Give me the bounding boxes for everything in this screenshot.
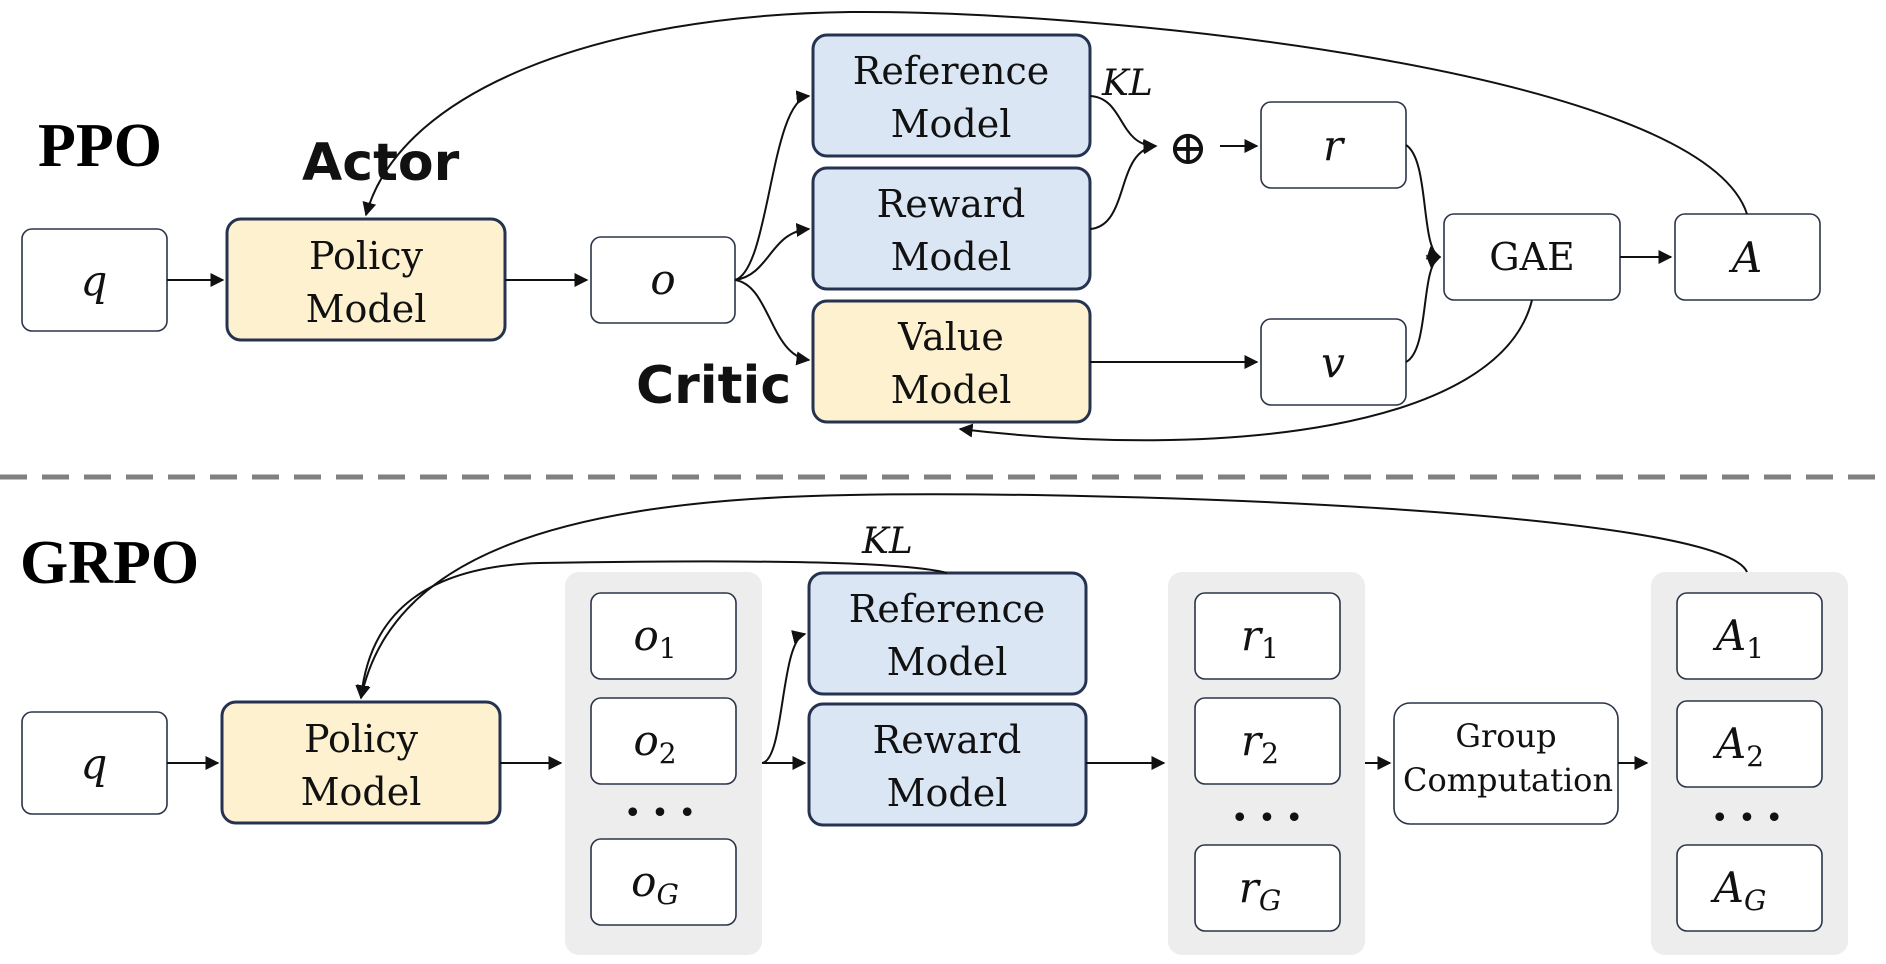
grpo-reward-rg: rG — [1194, 844, 1341, 932]
edge-o-to-reward — [734, 223, 811, 281]
edge-o-to-value — [734, 279, 811, 366]
edge-grpo-outputs-to-reference — [761, 630, 807, 764]
grpo-reward-model-line1: Reward — [873, 718, 1022, 762]
edge-a-to-policy — [362, 10, 1748, 217]
grpo-reward-model-line2: Model — [887, 771, 1008, 815]
ppo-r-label: r — [1323, 121, 1346, 170]
ppo-policy-model-node: Policy Model — [225, 217, 507, 342]
grpo-edges — [167, 493, 1748, 770]
ppo-o-label: o — [650, 255, 675, 304]
svg-text:o1: o1 — [633, 611, 676, 665]
grpo-output-og: oG — [590, 838, 737, 926]
ppo-reference-model-line2: Model — [891, 102, 1012, 146]
grpo-rewards-ellipsis: • • • — [1231, 801, 1303, 836]
grpo-q-label: q — [81, 739, 108, 788]
grpo-advantage-ag-label: A — [1710, 863, 1744, 912]
grpo-reference-model-node: Reference Model — [807, 571, 1088, 696]
ppo-edges — [167, 10, 1748, 442]
grpo-output-o1-sub: 1 — [659, 632, 677, 665]
grpo-reference-model-line2: Model — [887, 640, 1008, 684]
grpo-advantage-a2: A2 — [1676, 700, 1823, 788]
edge-v-to-gae — [1405, 255, 1442, 363]
ppo-policy-model-line1: Policy — [309, 234, 423, 278]
svg-text:r1: r1 — [1241, 611, 1279, 665]
edge-gae-to-value — [958, 299, 1533, 442]
grpo-reward-r1-sub: 1 — [1261, 632, 1279, 665]
ppo-a-node: A — [1674, 213, 1821, 301]
grpo-reward-r1-label: r — [1241, 611, 1264, 660]
actor-label: Actor — [302, 133, 460, 193]
grpo-output-o1: o1 — [590, 592, 737, 680]
grpo-output-o2-sub: 2 — [659, 737, 677, 770]
grpo-advantage-a2-label: A — [1712, 719, 1746, 768]
ppo-gae-label: GAE — [1489, 235, 1575, 279]
grpo-advantage-a1: A1 — [1676, 592, 1823, 680]
grpo-reward-model-node: Reward Model — [807, 702, 1088, 827]
edge-reward-to-sum — [1089, 140, 1158, 230]
grpo-reward-rg-label: r — [1239, 863, 1262, 912]
ppo-reward-model-line1: Reward — [877, 182, 1026, 226]
grpo-advantage-ag: AG — [1676, 844, 1823, 932]
ppo-reference-model-line1: Reference — [853, 49, 1050, 93]
ppo-sum-symbol: ⊕ — [1168, 120, 1208, 176]
svg-text:AG: AG — [1710, 863, 1767, 917]
grpo-group-computation-line2: Computation — [1403, 761, 1613, 799]
ppo-r-node: r — [1260, 101, 1407, 189]
edge-o-to-reference — [734, 90, 811, 281]
svg-text:o2: o2 — [633, 716, 676, 770]
ppo-title: PPO — [38, 112, 162, 180]
grpo-kl-label: KL — [861, 521, 913, 562]
edge-grpo-advantages-to-policy — [356, 493, 1748, 700]
ppo-reference-model-node: Reference Model — [811, 33, 1092, 158]
edge-r-to-gae — [1405, 144, 1442, 260]
grpo-advantage-a2-sub: 2 — [1746, 740, 1764, 773]
grpo-group-computation-line1: Group — [1455, 717, 1556, 755]
grpo-reward-r1: r1 — [1194, 592, 1341, 680]
ppo-kl-label: KL — [1101, 63, 1153, 104]
grpo-output-o1-label: o — [633, 611, 658, 660]
grpo-group-computation-node: Group Computation — [1393, 702, 1619, 825]
edge-grpo-reference-kl-to-policy — [355, 560, 948, 700]
ppo-value-model-line2: Model — [891, 368, 1012, 412]
grpo-policy-model-line1: Policy — [304, 717, 418, 761]
grpo-advantage-a1-label: A — [1712, 611, 1746, 660]
ppo-a-label: A — [1728, 233, 1762, 282]
ppo-gae-node: GAE — [1443, 213, 1621, 301]
grpo-title: GRPO — [20, 529, 199, 597]
ppo-q-node: q — [21, 228, 168, 332]
grpo-output-o2-label: o — [633, 716, 658, 765]
ppo-reward-model-node: Reward Model — [811, 166, 1092, 291]
grpo-policy-model-node: Policy Model — [220, 700, 502, 825]
grpo-advantages-ellipsis: • • • — [1711, 801, 1783, 836]
grpo-reference-model-line1: Reference — [849, 587, 1046, 631]
ppo-v-node: v — [1260, 318, 1407, 406]
svg-text:oG: oG — [631, 857, 679, 911]
grpo-reward-r2-label: r — [1241, 716, 1264, 765]
grpo-reward-r2: r2 — [1194, 697, 1341, 785]
ppo-v-label: v — [1321, 338, 1345, 387]
grpo-output-og-sub: G — [656, 878, 678, 911]
grpo-reward-r2-sub: 2 — [1261, 737, 1279, 770]
grpo-reward-rg-sub: G — [1259, 884, 1281, 917]
critic-label: Critic — [636, 356, 791, 416]
grpo-output-og-label: o — [631, 857, 656, 906]
ppo-o-node: o — [590, 236, 736, 324]
ppo-policy-model-line2: Model — [306, 287, 427, 331]
svg-text:A1: A1 — [1712, 611, 1764, 665]
grpo-outputs-ellipsis: • • • — [624, 796, 696, 831]
grpo-policy-model-line2: Model — [301, 770, 422, 814]
ppo-value-model-node: Value Model — [811, 299, 1092, 424]
grpo-q-node: q — [21, 711, 168, 815]
svg-text:r2: r2 — [1241, 716, 1279, 770]
ppo-value-model-line1: Value — [897, 315, 1004, 359]
grpo-output-o2: o2 — [590, 697, 737, 785]
grpo-advantage-ag-sub: G — [1744, 884, 1766, 917]
svg-text:A2: A2 — [1712, 719, 1764, 773]
ppo-q-label: q — [81, 256, 108, 305]
grpo-advantage-a1-sub: 1 — [1746, 632, 1764, 665]
ppo-reward-model-line2: Model — [891, 235, 1012, 279]
svg-text:rG: rG — [1239, 863, 1281, 917]
